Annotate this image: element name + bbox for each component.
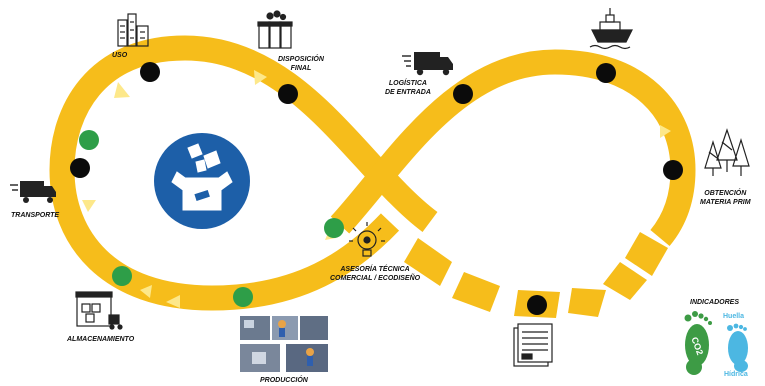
cargo-ship-icon: [589, 8, 633, 50]
label-transporte-text: TRANSPORTE: [11, 212, 60, 219]
dot-green-4: [324, 218, 344, 238]
label-logistica: LOGÍSTICA DE ENTRADA: [385, 80, 431, 97]
label-produccion-text: PRODUCCIÓN: [260, 377, 308, 384]
label-logistica-line2: DE ENTRADA: [385, 88, 431, 96]
lightbulb-icon: [349, 222, 385, 257]
center-package-badge: [154, 133, 250, 229]
forest-icon: [704, 128, 750, 176]
right-loop-segments: [404, 232, 668, 318]
dot-green-2: [112, 266, 132, 286]
truck-icon: [10, 181, 56, 203]
arrow-bottom: [166, 295, 180, 308]
dot-disposicion: [278, 84, 298, 104]
dot-uso: [140, 62, 160, 82]
label-obtencion-line2: MATERIA PRIM: [700, 198, 751, 206]
water-footprint-icon: [727, 323, 748, 372]
label-asesoria: ASESORÍA TÉCNICA COMERCIAL / ECODISEÑO: [330, 266, 420, 283]
label-disposicion-line1: DISPOSICIÓN: [278, 56, 324, 63]
label-almacenamiento-text: ALMACENAMIENTO: [67, 336, 135, 343]
label-uso-text: USO: [112, 52, 128, 59]
dot-documento: [527, 295, 547, 315]
delivery-truck-icon: [402, 52, 453, 76]
label-asesoria-line2: COMERCIAL / ECODISEÑO: [330, 274, 421, 282]
label-indicadores: INDICADORES: [690, 299, 739, 308]
factory-workers-icon: [240, 316, 328, 372]
label-indicadores-text: INDICADORES: [690, 299, 740, 306]
dot-obtencion: [663, 160, 683, 180]
dot-green-1: [79, 130, 99, 150]
label-obtencion: OBTENCIÓN MATERIA PRIM: [700, 190, 751, 207]
label-produccion: PRODUCCIÓN: [260, 377, 308, 386]
stage-dots: [70, 62, 683, 315]
hidrica-text: Hídrica: [724, 371, 748, 378]
document-icon: [513, 323, 553, 367]
huella-text: Huella: [723, 313, 745, 320]
recycle-bins-icon: [257, 10, 293, 49]
dot-ship: [596, 63, 616, 83]
dot-transporte: [70, 158, 90, 178]
label-logistica-line1: LOGÍSTICA: [388, 80, 427, 87]
left-loop-band: [49, 35, 438, 311]
label-transporte: TRANSPORTE: [11, 212, 59, 221]
label-uso: USO: [112, 52, 127, 61]
label-almacenamiento: ALMACENAMIENTO: [67, 336, 134, 345]
buildings-icon: [117, 13, 149, 47]
co2-footprint-icon: [684, 311, 712, 375]
warehouse-icon: [75, 291, 123, 330]
dot-logistica: [453, 84, 473, 104]
label-disposicion-line2: FINAL: [290, 64, 312, 72]
direction-arrows: [82, 70, 671, 308]
dot-green-3: [233, 287, 253, 307]
package-boxes-icon: [171, 143, 233, 211]
label-obtencion-line1: OBTENCIÓN: [704, 190, 747, 197]
label-asesoria-line1: ASESORÍA TÉCNICA: [340, 266, 410, 273]
label-disposicion: DISPOSICIÓN FINAL: [278, 56, 324, 73]
